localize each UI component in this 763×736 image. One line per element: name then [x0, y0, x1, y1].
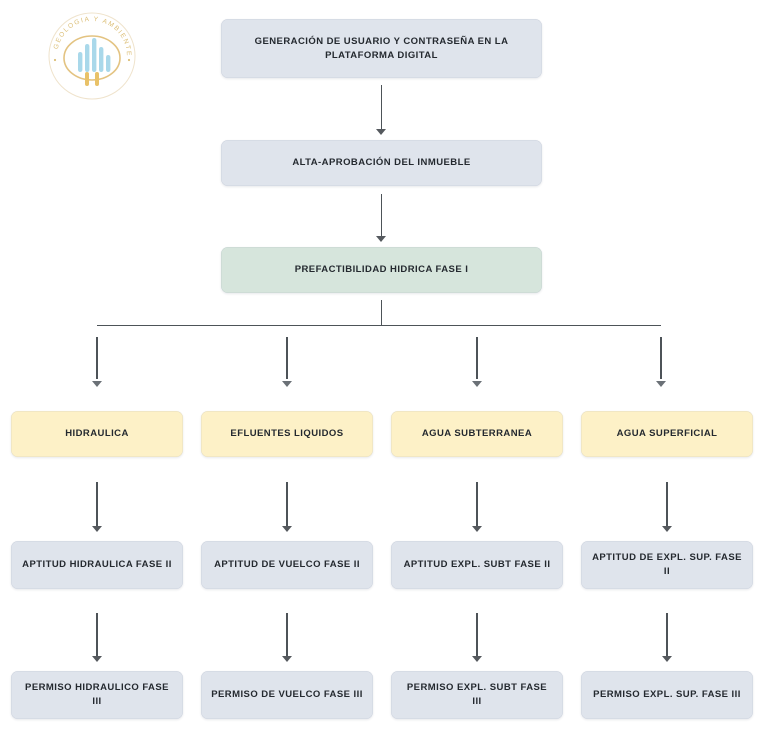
node-label: PERMISO EXPL. SUBT FASE III [406, 682, 548, 707]
connector-fase2-fase3-subterranea [476, 613, 478, 657]
node-label: PERMISO DE VUELCO FASE III [211, 689, 363, 701]
connector-subterranea-fase2 [476, 482, 478, 527]
node-categoria-agua-superficial[interactable]: AGUA SUPERFICIAL [581, 411, 753, 457]
node-generacion-usuario[interactable]: GENERACIÓN DE USUARIO Y CONTRASEÑA EN LA… [221, 19, 542, 78]
arrowhead-bus-agua-subterranea [471, 381, 482, 387]
node-label: PREFACTIBILIDAD HIDRICA FASE I [294, 264, 469, 276]
connector-bus-agua-subterranea [476, 337, 478, 379]
connector-stage3-bus [380, 300, 382, 325]
arrowhead-subterranea-fase2 [471, 526, 482, 532]
geologia-y-ambiente-logo: GEOLOGIA Y AMBIENTE [44, 8, 140, 104]
node-permiso-vuelco-fase3[interactable]: PERMISO DE VUELCO FASE III [201, 671, 373, 719]
connector-bus-agua-superficial [660, 337, 662, 379]
node-categoria-efluentes-liquidos[interactable]: EFLUENTES LIQUIDOS [201, 411, 373, 457]
branch-bus-horizontal [97, 324, 661, 326]
node-categoria-agua-subterranea[interactable]: AGUA SUBTERRANEA [391, 411, 563, 457]
node-prefactibilidad-hidrica[interactable]: PREFACTIBILIDAD HIDRICA FASE I [221, 247, 542, 293]
node-permiso-expl-subt-fase3[interactable]: PERMISO EXPL. SUBT FASE III [391, 671, 563, 719]
node-permiso-expl-sup-fase3[interactable]: PERMISO EXPL. SUP. FASE III [581, 671, 753, 719]
node-label: HIDRAULICA [65, 428, 129, 440]
node-aptitud-hidraulica-fase2[interactable]: APTITUD HIDRAULICA FASE II [11, 541, 183, 589]
connector-hidraulica-fase2 [96, 482, 98, 527]
arrowhead-superficial-fase2 [661, 526, 672, 532]
node-label: AGUA SUBTERRANEA [421, 428, 533, 440]
connector-stage2-stage3 [380, 194, 382, 237]
node-label: EFLUENTES LIQUIDOS [230, 428, 344, 440]
connector-bus-hidraulica [96, 337, 98, 379]
node-aptitud-vuelco-fase2[interactable]: APTITUD DE VUELCO FASE II [201, 541, 373, 589]
node-label: APTITUD DE VUELCO FASE II [214, 559, 360, 571]
arrowhead-fase2-fase3-efluentes [281, 656, 292, 662]
node-label: APTITUD DE EXPL. SUP. FASE II [592, 552, 742, 577]
arrowhead-fase2-fase3-hidraulica [91, 656, 102, 662]
node-alta-aprobacion[interactable]: ALTA-APROBACIÓN DEL INMUEBLE [221, 140, 542, 186]
node-label: PERMISO HIDRAULICO FASE III [25, 682, 169, 707]
node-label: PERMISO EXPL. SUP. FASE III [593, 689, 741, 701]
arrowhead-bus-efluentes-liquidos [281, 381, 292, 387]
arrowhead-efluentes-fase2 [281, 526, 292, 532]
connector-fase2-fase3-superficial [666, 613, 668, 657]
arrowhead-fase2-fase3-subterranea [471, 656, 482, 662]
node-aptitud-expl-subt-fase2[interactable]: APTITUD EXPL. SUBT FASE II [391, 541, 563, 589]
node-categoria-hidraulica[interactable]: HIDRAULICA [11, 411, 183, 457]
node-permiso-hidraulico-fase3[interactable]: PERMISO HIDRAULICO FASE III [11, 671, 183, 719]
arrowhead-hidraulica-fase2 [91, 526, 102, 532]
arrowhead-stage2-stage3 [376, 236, 386, 242]
arrowhead-bus-agua-superficial [655, 381, 666, 387]
node-label: APTITUD HIDRAULICA FASE II [22, 559, 172, 571]
node-label: ALTA-APROBACIÓN DEL INMUEBLE [292, 157, 471, 169]
connector-bus-efluentes-liquidos [286, 337, 288, 379]
node-label: APTITUD EXPL. SUBT FASE II [403, 559, 551, 571]
node-label: GENERACIÓN DE USUARIO Y CONTRASEÑA EN LA… [254, 35, 509, 61]
connector-fase2-fase3-hidraulica [96, 613, 98, 657]
connector-fase2-fase3-efluentes [286, 613, 288, 657]
connector-efluentes-fase2 [286, 482, 288, 527]
node-aptitud-expl-sup-fase2[interactable]: APTITUD DE EXPL. SUP. FASE II [581, 541, 753, 589]
arrowhead-bus-hidraulica [91, 381, 102, 387]
node-label: AGUA SUPERFICIAL [616, 428, 718, 440]
connector-stage1-stage2 [380, 85, 382, 130]
arrowhead-fase2-fase3-superficial [661, 656, 672, 662]
connector-superficial-fase2 [666, 482, 668, 527]
arrowhead-stage1-stage2 [376, 129, 386, 135]
